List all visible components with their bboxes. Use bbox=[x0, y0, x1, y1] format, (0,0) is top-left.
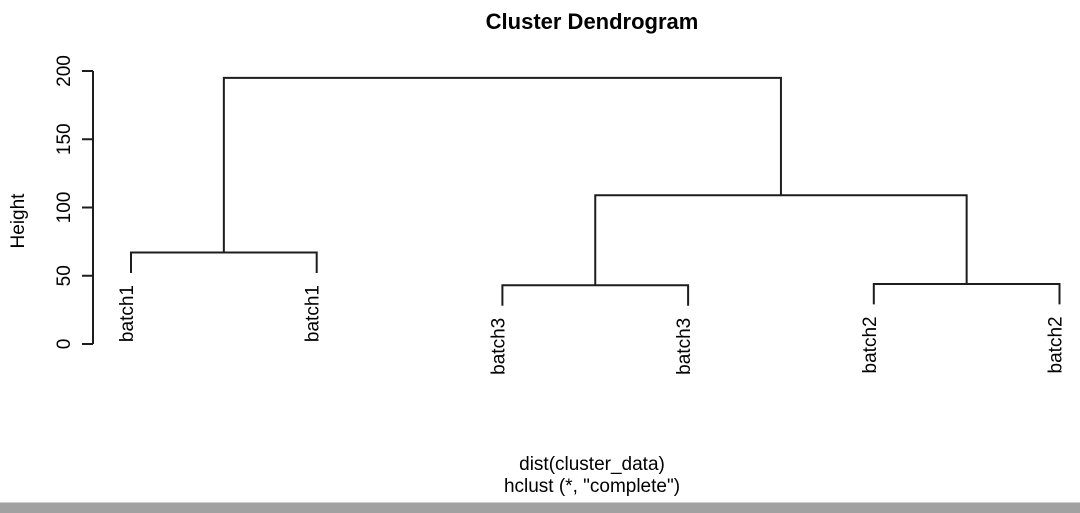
y-axis-tick-label: 100 bbox=[54, 192, 75, 224]
leaf-label: batch2 bbox=[1046, 316, 1067, 373]
dendrogram-branch bbox=[594, 194, 968, 286]
y-axis-tick-label: 50 bbox=[54, 265, 75, 286]
leaf-label: batch3 bbox=[674, 318, 695, 375]
caption-hclust-line: hclust (*, "complete") bbox=[503, 476, 681, 497]
leaf-label: batch3 bbox=[488, 318, 509, 375]
leaf-label: batch2 bbox=[860, 316, 881, 373]
leaf-label: batch1 bbox=[303, 285, 324, 342]
dendrogram-branch bbox=[130, 251, 318, 274]
y-axis-tick-label: 150 bbox=[54, 123, 75, 155]
chart-title: Cluster Dendrogram bbox=[485, 9, 699, 34]
x-axis-caption: dist(cluster_data) hclust (*, "complete"… bbox=[93, 454, 1080, 498]
caption-dist-line: dist(cluster_data) bbox=[519, 454, 665, 475]
taskbar-edge bbox=[0, 502, 1080, 513]
dendrogram-branch bbox=[501, 284, 690, 306]
y-axis-tick-label: 0 bbox=[54, 339, 75, 350]
y-axis-tick-label: 200 bbox=[54, 55, 75, 87]
dendrogram-branch bbox=[222, 76, 782, 253]
leaf-label: batch1 bbox=[117, 285, 138, 342]
dendrogram-branch bbox=[872, 282, 1061, 305]
